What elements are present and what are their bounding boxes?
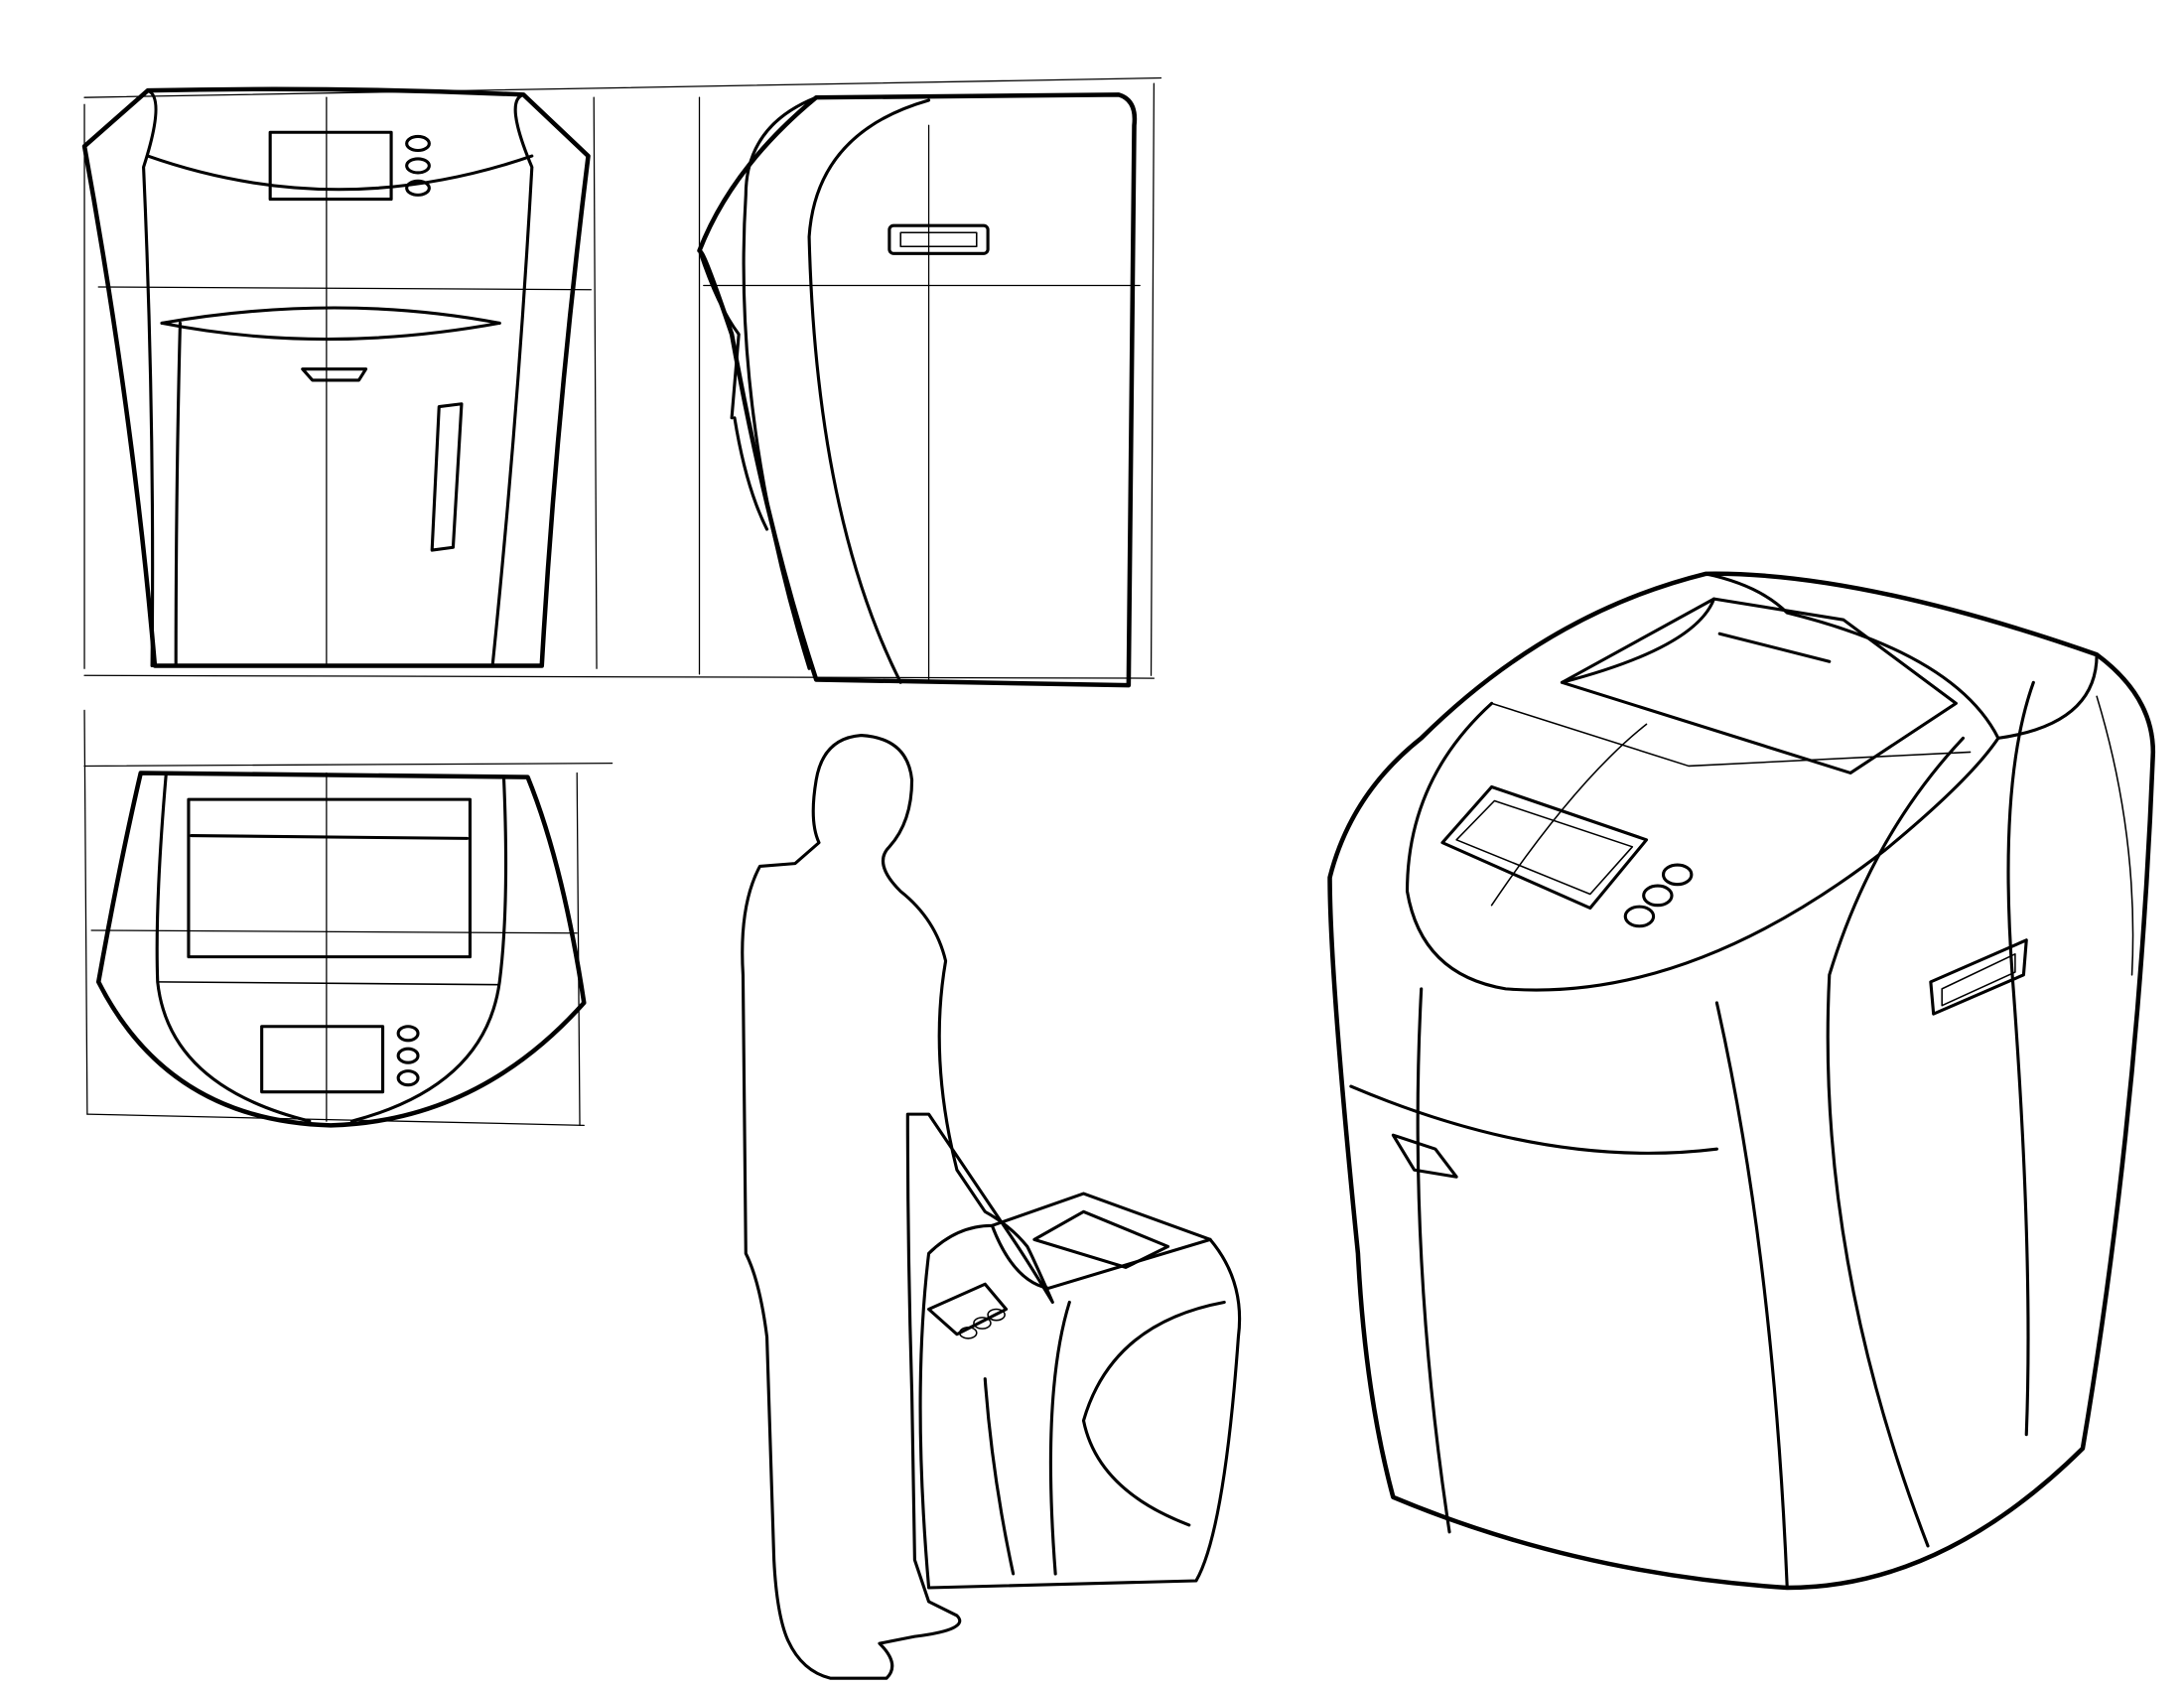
- top-opening: [187, 797, 473, 959]
- construction-guides: [83, 76, 1162, 1126]
- button-icon: [405, 134, 431, 153]
- scale-figure: [741, 734, 1054, 1680]
- handle: [430, 402, 464, 552]
- button-icon: [1661, 863, 1694, 887]
- button-icon: [396, 1047, 420, 1064]
- small-unit: [918, 1192, 1242, 1590]
- button-icon: [405, 157, 431, 175]
- display-screen: [268, 130, 393, 202]
- side-view: [697, 92, 1138, 688]
- top-view: [95, 771, 587, 1128]
- front-view: [81, 86, 591, 668]
- button-icon: [405, 179, 431, 197]
- handle: [887, 223, 990, 255]
- button-icon: [396, 1025, 420, 1043]
- display-screen: [260, 1025, 385, 1094]
- button-icon: [1642, 884, 1674, 908]
- button-icon: [396, 1069, 420, 1087]
- perspective-view: [1327, 571, 2156, 1591]
- handle: [1929, 938, 2028, 1016]
- button-icon: [1623, 905, 1656, 928]
